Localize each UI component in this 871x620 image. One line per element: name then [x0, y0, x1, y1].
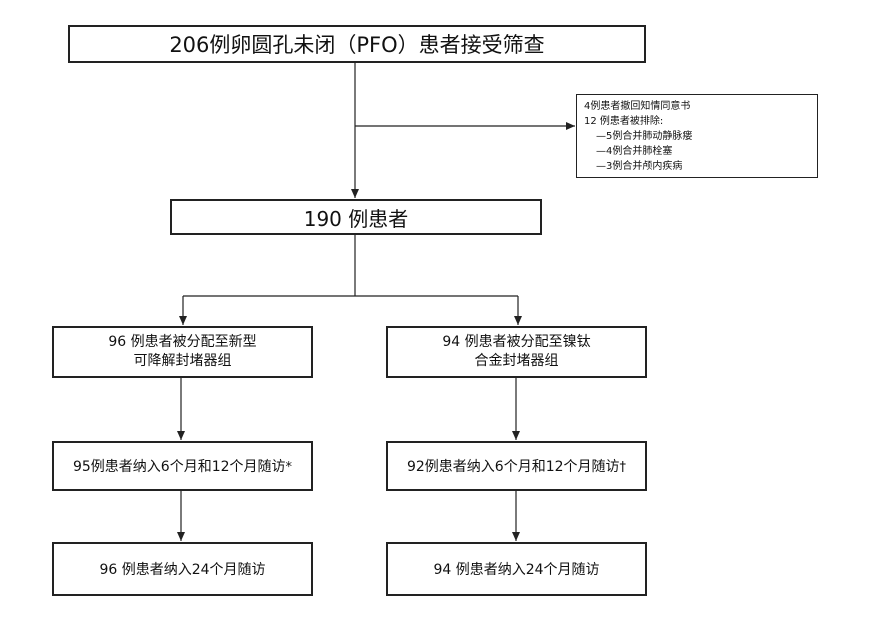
exclusion-reason-2: —4例合并肺栓塞	[596, 146, 673, 157]
left-followup-12m-box: 95例患者纳入6个月和12个月随访*	[52, 441, 313, 491]
left-allocation-box: 96 例患者被分配至新型 可降解封堵器组	[52, 326, 313, 378]
right-allocation-line2: 合金封堵器组	[474, 353, 559, 369]
left-allocation-line2: 可降解封堵器组	[133, 353, 232, 369]
left-footnote-mark: *	[285, 460, 293, 475]
exclusion-reason-1: —5例合并肺动静脉瘘	[596, 131, 693, 142]
withdrawn-consent-text: 4例患者撤回知情同意书	[584, 101, 691, 112]
screening-box: 206例卵圆孔未闭（PFO）患者接受筛查	[68, 25, 646, 63]
right-followup-12m-text: 92例患者纳入6个月和12个月随访†	[407, 456, 626, 476]
excluded-title: 12 例患者被排除:	[584, 116, 664, 127]
left-followup-24m-box: 96 例患者纳入24个月随访	[52, 542, 313, 596]
right-followup-24m-box: 94 例患者纳入24个月随访	[386, 542, 647, 596]
left-followup-12m-count: 95例患者纳入6个月和12个月随访	[72, 459, 286, 475]
right-followup-12m-box: 92例患者纳入6个月和12个月随访†	[386, 441, 647, 491]
left-allocation-line1: 96 例患者被分配至新型	[108, 334, 257, 350]
left-followup-24m-text: 96 例患者纳入24个月随访	[99, 562, 266, 578]
exclusion-box: 4例患者撤回知情同意书 12 例患者被排除: —5例合并肺动静脉瘘 —4例合并肺…	[576, 94, 818, 178]
right-footnote-mark: †	[619, 460, 627, 475]
right-allocation-box: 94 例患者被分配至镍钛 合金封堵器组	[386, 326, 647, 378]
right-followup-12m-count: 92例患者纳入6个月和12个月随访	[406, 459, 620, 475]
right-allocation-line1: 94 例患者被分配至镍钛	[442, 334, 591, 350]
left-followup-12m-text: 95例患者纳入6个月和12个月随访*	[73, 456, 292, 476]
screening-text: 206例卵圆孔未闭（PFO）患者接受筛查	[169, 33, 545, 57]
right-followup-24m-text: 94 例患者纳入24个月随访	[433, 562, 600, 578]
exclusion-reason-3: —3例合并颅内疾病	[596, 161, 683, 172]
enrolled-text: 190 例患者	[303, 206, 409, 231]
enrolled-box: 190 例患者	[170, 199, 542, 235]
